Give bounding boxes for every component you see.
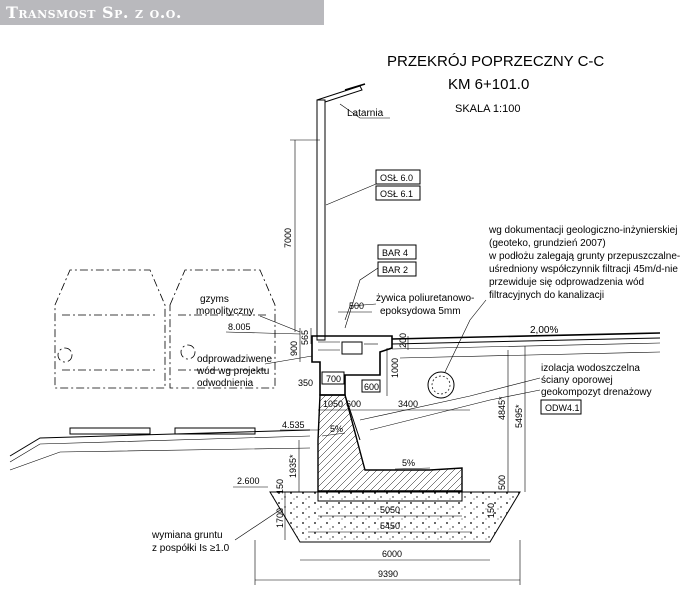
bar-label-2: BAR 2 xyxy=(382,265,408,275)
dim-150a: 150 xyxy=(275,479,285,494)
dim-200: 200 xyxy=(398,333,408,348)
terrain-line-left xyxy=(9,429,311,457)
drain-label-2: wód wg projektu xyxy=(196,366,269,377)
dim-7000: 7000 xyxy=(283,228,293,248)
dim-9390: 9390 xyxy=(378,569,398,579)
slope-wall: 5% xyxy=(330,424,343,434)
osl-box-1 xyxy=(375,169,421,185)
terrain-line-left-3 xyxy=(9,447,311,471)
dim-1050: 1050 xyxy=(323,399,343,409)
dim-500: 500 xyxy=(349,301,364,311)
osl-leader xyxy=(325,183,377,206)
dim-box-600a xyxy=(361,379,381,393)
iso-note-2: ściany oporowej xyxy=(541,375,613,386)
slope-road: 2,00% xyxy=(530,325,558,336)
osl-label-1: OSŁ 6.0 xyxy=(380,173,413,183)
drain-label-3: odwodnienia xyxy=(197,378,254,389)
vehicle-base-right xyxy=(174,427,256,435)
dim-500b: 500 xyxy=(497,475,507,490)
drain-label-1: odprowadziwene xyxy=(197,354,272,365)
terrain-line-left-2 xyxy=(9,435,311,463)
title-scale: SKALA 1:100 xyxy=(455,103,520,115)
bar-box-1 xyxy=(377,244,417,260)
company-name: Transmost Sp. z o.o. xyxy=(6,3,182,22)
dim-ext-9390 xyxy=(254,540,521,585)
iso-leader-1 xyxy=(359,377,541,421)
iso-leader-2 xyxy=(369,389,541,431)
dim-4845: 4845* xyxy=(497,396,507,420)
dim-700: 700 xyxy=(326,374,341,384)
dim-1935: 1935* xyxy=(288,454,298,478)
vehicle-outline-left xyxy=(54,269,166,389)
soil-note-1: wymiana gruntu xyxy=(151,530,223,541)
geo-note-2: (geoteko, grundzień 2007) xyxy=(489,238,606,249)
dim-1000: 1000 xyxy=(390,358,400,378)
soil-replacement-zone xyxy=(269,490,521,543)
gzyms-leader xyxy=(259,315,301,333)
geo-leader xyxy=(444,299,487,373)
slope-road-arrow xyxy=(524,334,566,337)
bar-leader xyxy=(344,267,379,329)
geo-note-6: filtracyjnych do kanalizacji xyxy=(489,290,604,301)
lamp-label: Latarnia xyxy=(347,108,384,119)
elevation-8005-line xyxy=(225,331,301,335)
iso-note-3: geokompozyt drenażowy xyxy=(541,387,652,398)
dim-900: 900 xyxy=(289,341,299,356)
dim-3400: 3400 xyxy=(398,399,418,409)
road-layer-1 xyxy=(391,337,661,345)
elevation-4535: 4.535 xyxy=(282,420,305,430)
slope-wall-arrow xyxy=(321,432,346,437)
resin-label-1: żywica poliuretanowo- xyxy=(376,293,474,304)
company-banner: Transmost Sp. z o.o. xyxy=(0,0,324,25)
odw-label: ODW4.1 xyxy=(545,403,580,413)
geo-note-5: przewiduje się odprowadzenia wód xyxy=(489,277,644,288)
drainage-pipe xyxy=(427,371,455,399)
slope-base-arrow xyxy=(394,467,431,470)
dim-350: 350 xyxy=(298,378,313,388)
odw-box xyxy=(540,399,582,415)
drainage-pipe-inner xyxy=(431,375,451,395)
resin-leader xyxy=(344,303,377,321)
soil-leader xyxy=(234,509,281,541)
geo-note-3: w podłożu zalegają grunty przepuszczalne… xyxy=(488,251,680,262)
soil-note-2: z pospółki Is ≥1.0 xyxy=(152,543,230,554)
iso-note-1: izolacja wodoszczelna xyxy=(541,363,640,374)
dim-600a: 600 xyxy=(364,382,379,392)
vehicle-outline-right xyxy=(169,269,276,389)
dim-box-700 xyxy=(321,371,345,385)
geo-note-4: uśredniony współczynnik filtracji 45m/d-… xyxy=(489,264,678,275)
dim-565: 565 xyxy=(300,330,310,345)
gzyms-label-1: gzyms xyxy=(200,294,229,305)
bar-label-1: BAR 4 xyxy=(382,248,408,258)
dim-600b: 600 xyxy=(346,399,361,409)
slope-base: 5% xyxy=(402,458,415,468)
dim-5495: 5495* xyxy=(514,404,524,428)
dim-5050: 5050 xyxy=(380,505,400,515)
elevation-8005: 8.005 xyxy=(228,322,251,332)
dim-5450: 5450 xyxy=(380,521,400,531)
osl-label-2: OSŁ 6.1 xyxy=(380,189,413,199)
bar-box-2 xyxy=(377,261,417,277)
osl-box-2 xyxy=(375,185,421,201)
road-layer-2 xyxy=(391,342,661,350)
geo-note-1: wg dokumentacji geologiczno-inżynierskie… xyxy=(488,225,677,236)
elevation-2600: 2.600 xyxy=(237,476,260,486)
title-line-1: PRZEKRÓJ POPRZECZNY C-C xyxy=(387,53,604,70)
vehicle-base-left xyxy=(69,427,151,435)
road-layer-3 xyxy=(399,351,661,359)
title-line-2: KM 6+101.0 xyxy=(448,76,529,93)
dim-6000: 6000 xyxy=(382,549,402,559)
gzyms-label-2: monolityczny xyxy=(196,306,254,317)
retaining-wall xyxy=(317,394,463,492)
lamp-post xyxy=(316,83,390,341)
dim-1700: 1700 xyxy=(275,508,285,528)
drain-leader xyxy=(264,355,313,365)
resin-label-2: epoksydowa 5mm xyxy=(380,306,461,317)
